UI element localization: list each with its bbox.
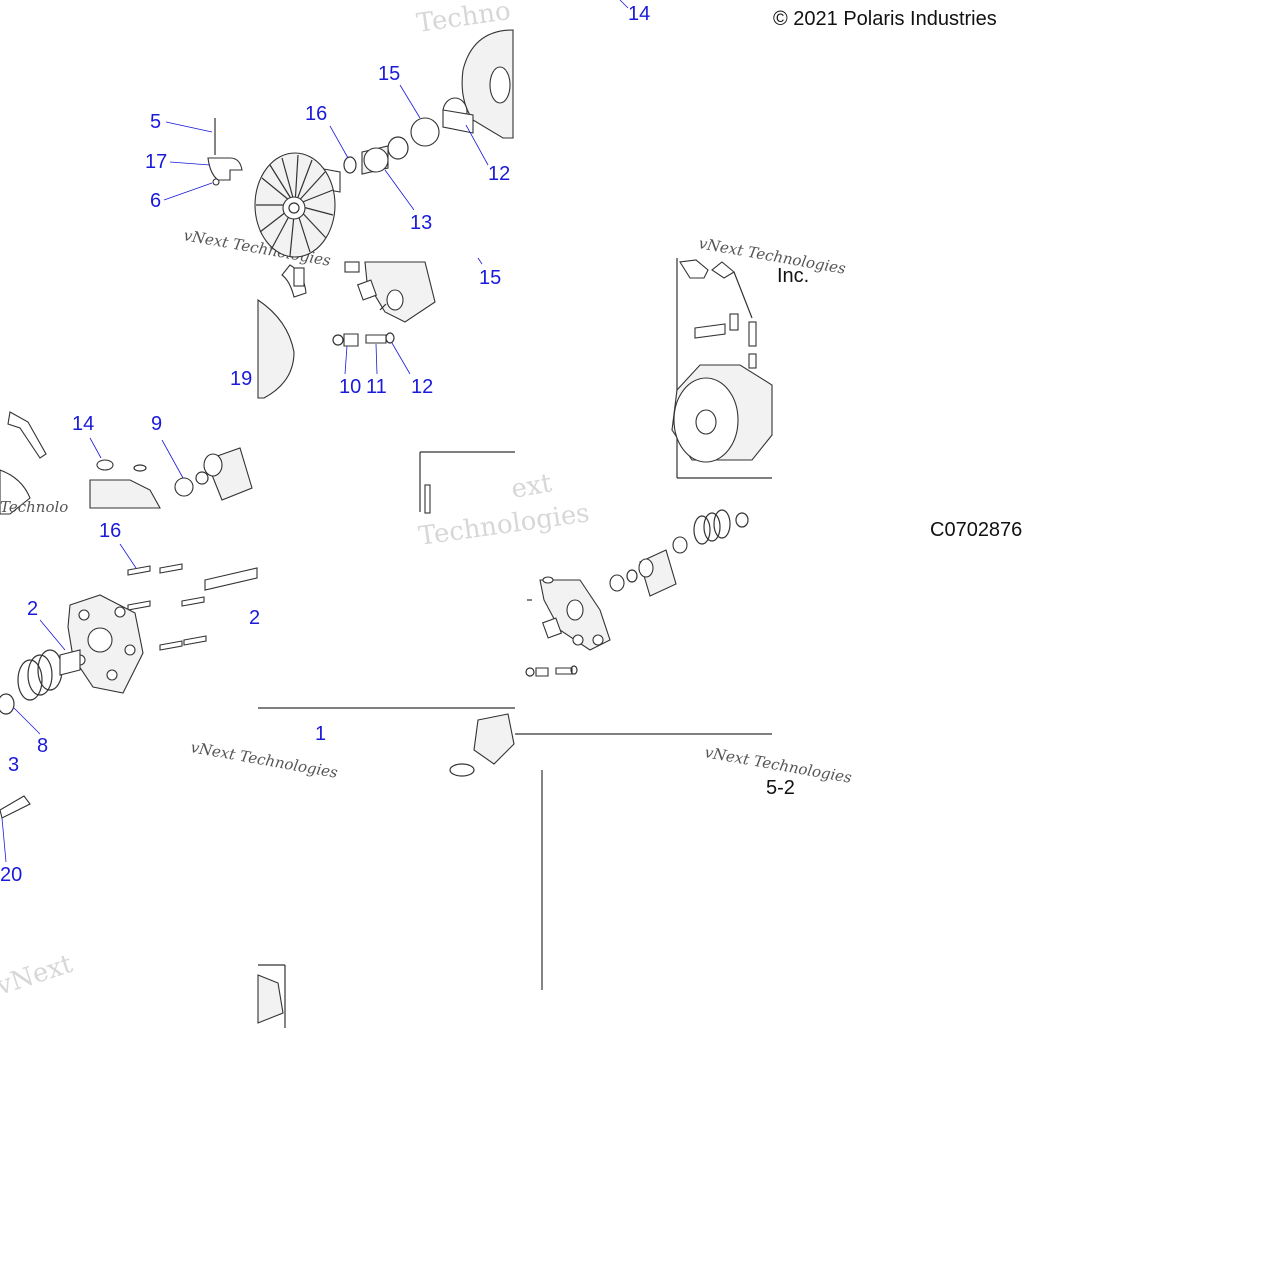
callout-13: 13 [410,212,432,234]
tile-right-inset-lower: ext vNext Technologies 5-2 [509,468,853,990]
watermark-ext: vNext [0,949,77,1002]
callout-6: 8 [37,735,48,757]
callout-15: 15 [378,63,400,85]
tile-spider: 10 11 12 15 19 [230,257,501,399]
tile-center-inset: Technologies 1 [257,451,592,1028]
callout-9: 10 [339,376,361,398]
tile-left-column: 14 9 16 2 [0,413,339,1002]
callout-4: 5 [150,111,161,133]
callout-21: 20 [0,864,22,886]
watermark-technologies: Technologies [417,498,592,552]
callout-16: 15 [479,267,501,289]
callout-7: 9 [151,413,162,435]
callout-11: 12 [411,376,433,398]
callout-2b: 2 [249,607,260,629]
callout-17: 16 [99,520,121,542]
page-fragment: 5-2 [766,777,795,799]
callout-8: 12 [488,163,510,185]
callout-2: 2 [27,598,38,620]
callout-3: 3 [8,754,19,776]
callout-14: 14 [628,3,650,25]
company-inc: Inc. [777,265,809,287]
drawing-id: C0702876 [930,519,1022,541]
callout-1: 1 [315,723,326,745]
callout-10: 11 [366,376,387,398]
callout-19: 17 [145,151,167,173]
callout-18: 16 [305,103,327,125]
tile-right-inset-upper: Inc. vNext Technologies [671,234,847,479]
callout-12: 14 [72,413,94,435]
copyright-notice: © 2021 Polaris Industries [773,8,997,30]
callout-20: 19 [230,368,252,390]
callout-5: 6 [150,190,161,212]
watermark-ext-2: ext [509,468,555,505]
tile-clutch: 15 16 12 13 14 Techno [254,0,650,258]
watermark-fragment: Technolo [0,498,68,516]
